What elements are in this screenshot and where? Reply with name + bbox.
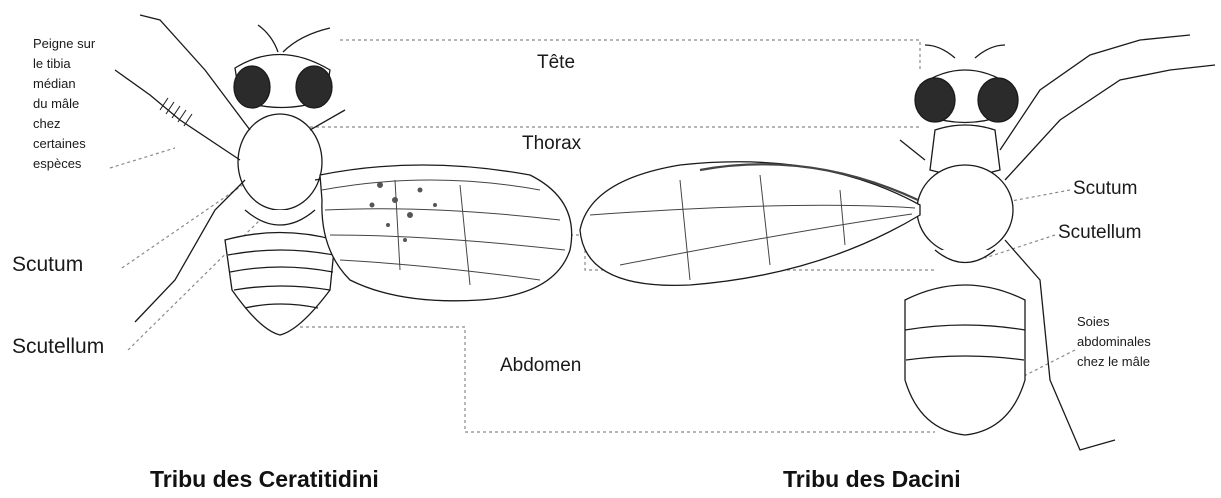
- thorax-label: Thorax: [522, 133, 581, 155]
- scutum-right-label: Scutum: [1073, 178, 1137, 200]
- guide-abdomen: [300, 327, 935, 432]
- tribe-ceratitidini-caption: Tribu des Ceratitidini: [150, 466, 379, 493]
- right-eye-r: [978, 78, 1018, 122]
- tete-label: Tête: [537, 52, 575, 74]
- soies-line-3: chez le mâle: [1077, 352, 1151, 372]
- soies-label: Soies abdominales chez le mâle: [1077, 312, 1151, 372]
- peigne-line-2: le tibia: [33, 54, 95, 74]
- peigne-line-1: Peigne sur: [33, 34, 95, 54]
- peigne-line-6: certaines: [33, 134, 95, 154]
- scutum-left-label: Scutum: [12, 253, 83, 277]
- left-eye-r: [296, 66, 332, 108]
- scutellum-right-label: Scutellum: [1058, 222, 1141, 244]
- right-eye-l: [915, 78, 955, 122]
- ceratitidini-fly: [115, 15, 572, 335]
- left-eye-l: [234, 66, 270, 108]
- scutellum-left-label: Scutellum: [12, 335, 104, 359]
- soies-line-1: Soies: [1077, 312, 1151, 332]
- peigne-line-7: espèces: [33, 154, 95, 174]
- tribe-dacini-caption: Tribu des Dacini: [783, 466, 961, 493]
- peigne-line-5: chez: [33, 114, 95, 134]
- peigne-label: Peigne sur le tibia médian du mâle chez …: [33, 34, 95, 174]
- peigne-line-3: médian: [33, 74, 95, 94]
- guide-tete: [340, 40, 920, 70]
- abdomen-label: Abdomen: [500, 355, 581, 377]
- leader-peigne: [110, 148, 175, 168]
- soies-line-2: abdominales: [1077, 332, 1151, 352]
- peigne-line-4: du mâle: [33, 94, 95, 114]
